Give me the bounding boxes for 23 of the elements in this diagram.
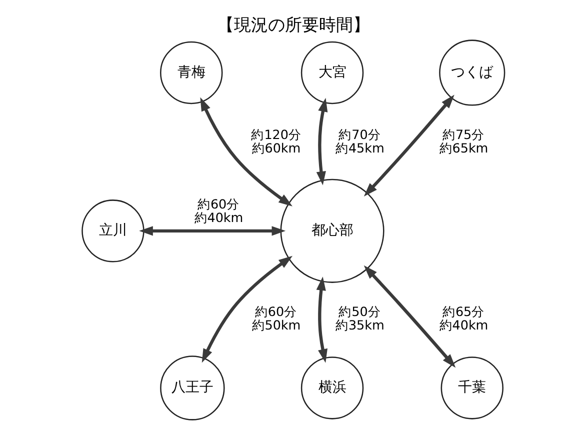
edge-label: 約70分約45km [335, 126, 384, 156]
edge-label: 約75分約65km [439, 126, 488, 156]
arrow [200, 97, 292, 206]
node-circle: 八王子 [160, 356, 225, 420]
arrow [364, 265, 456, 368]
arrow [364, 94, 454, 197]
edge-label: 約65分約40km [439, 304, 488, 333]
arrow [139, 226, 286, 236]
diagram-title: 【現況の所要時間】 [217, 14, 370, 34]
edge-label: 約120分約60km [251, 126, 302, 156]
node-circle: 大宮 [300, 41, 364, 104]
node-circle: 千葉 [440, 356, 504, 420]
node-circle: 都心部 [280, 178, 384, 283]
node-circle: つくば [439, 40, 506, 106]
arrow [316, 98, 328, 186]
arrow [316, 276, 328, 363]
edge-label: 約60分約40km [194, 196, 244, 226]
edge-label: 約50分約35km [335, 304, 384, 333]
node-circle: 青梅 [160, 41, 223, 104]
node-circle: 立川 [82, 200, 144, 262]
node-circle: 横浜 [300, 356, 364, 420]
edge-label: 約60分約50km [252, 304, 301, 333]
arrow [202, 256, 293, 363]
